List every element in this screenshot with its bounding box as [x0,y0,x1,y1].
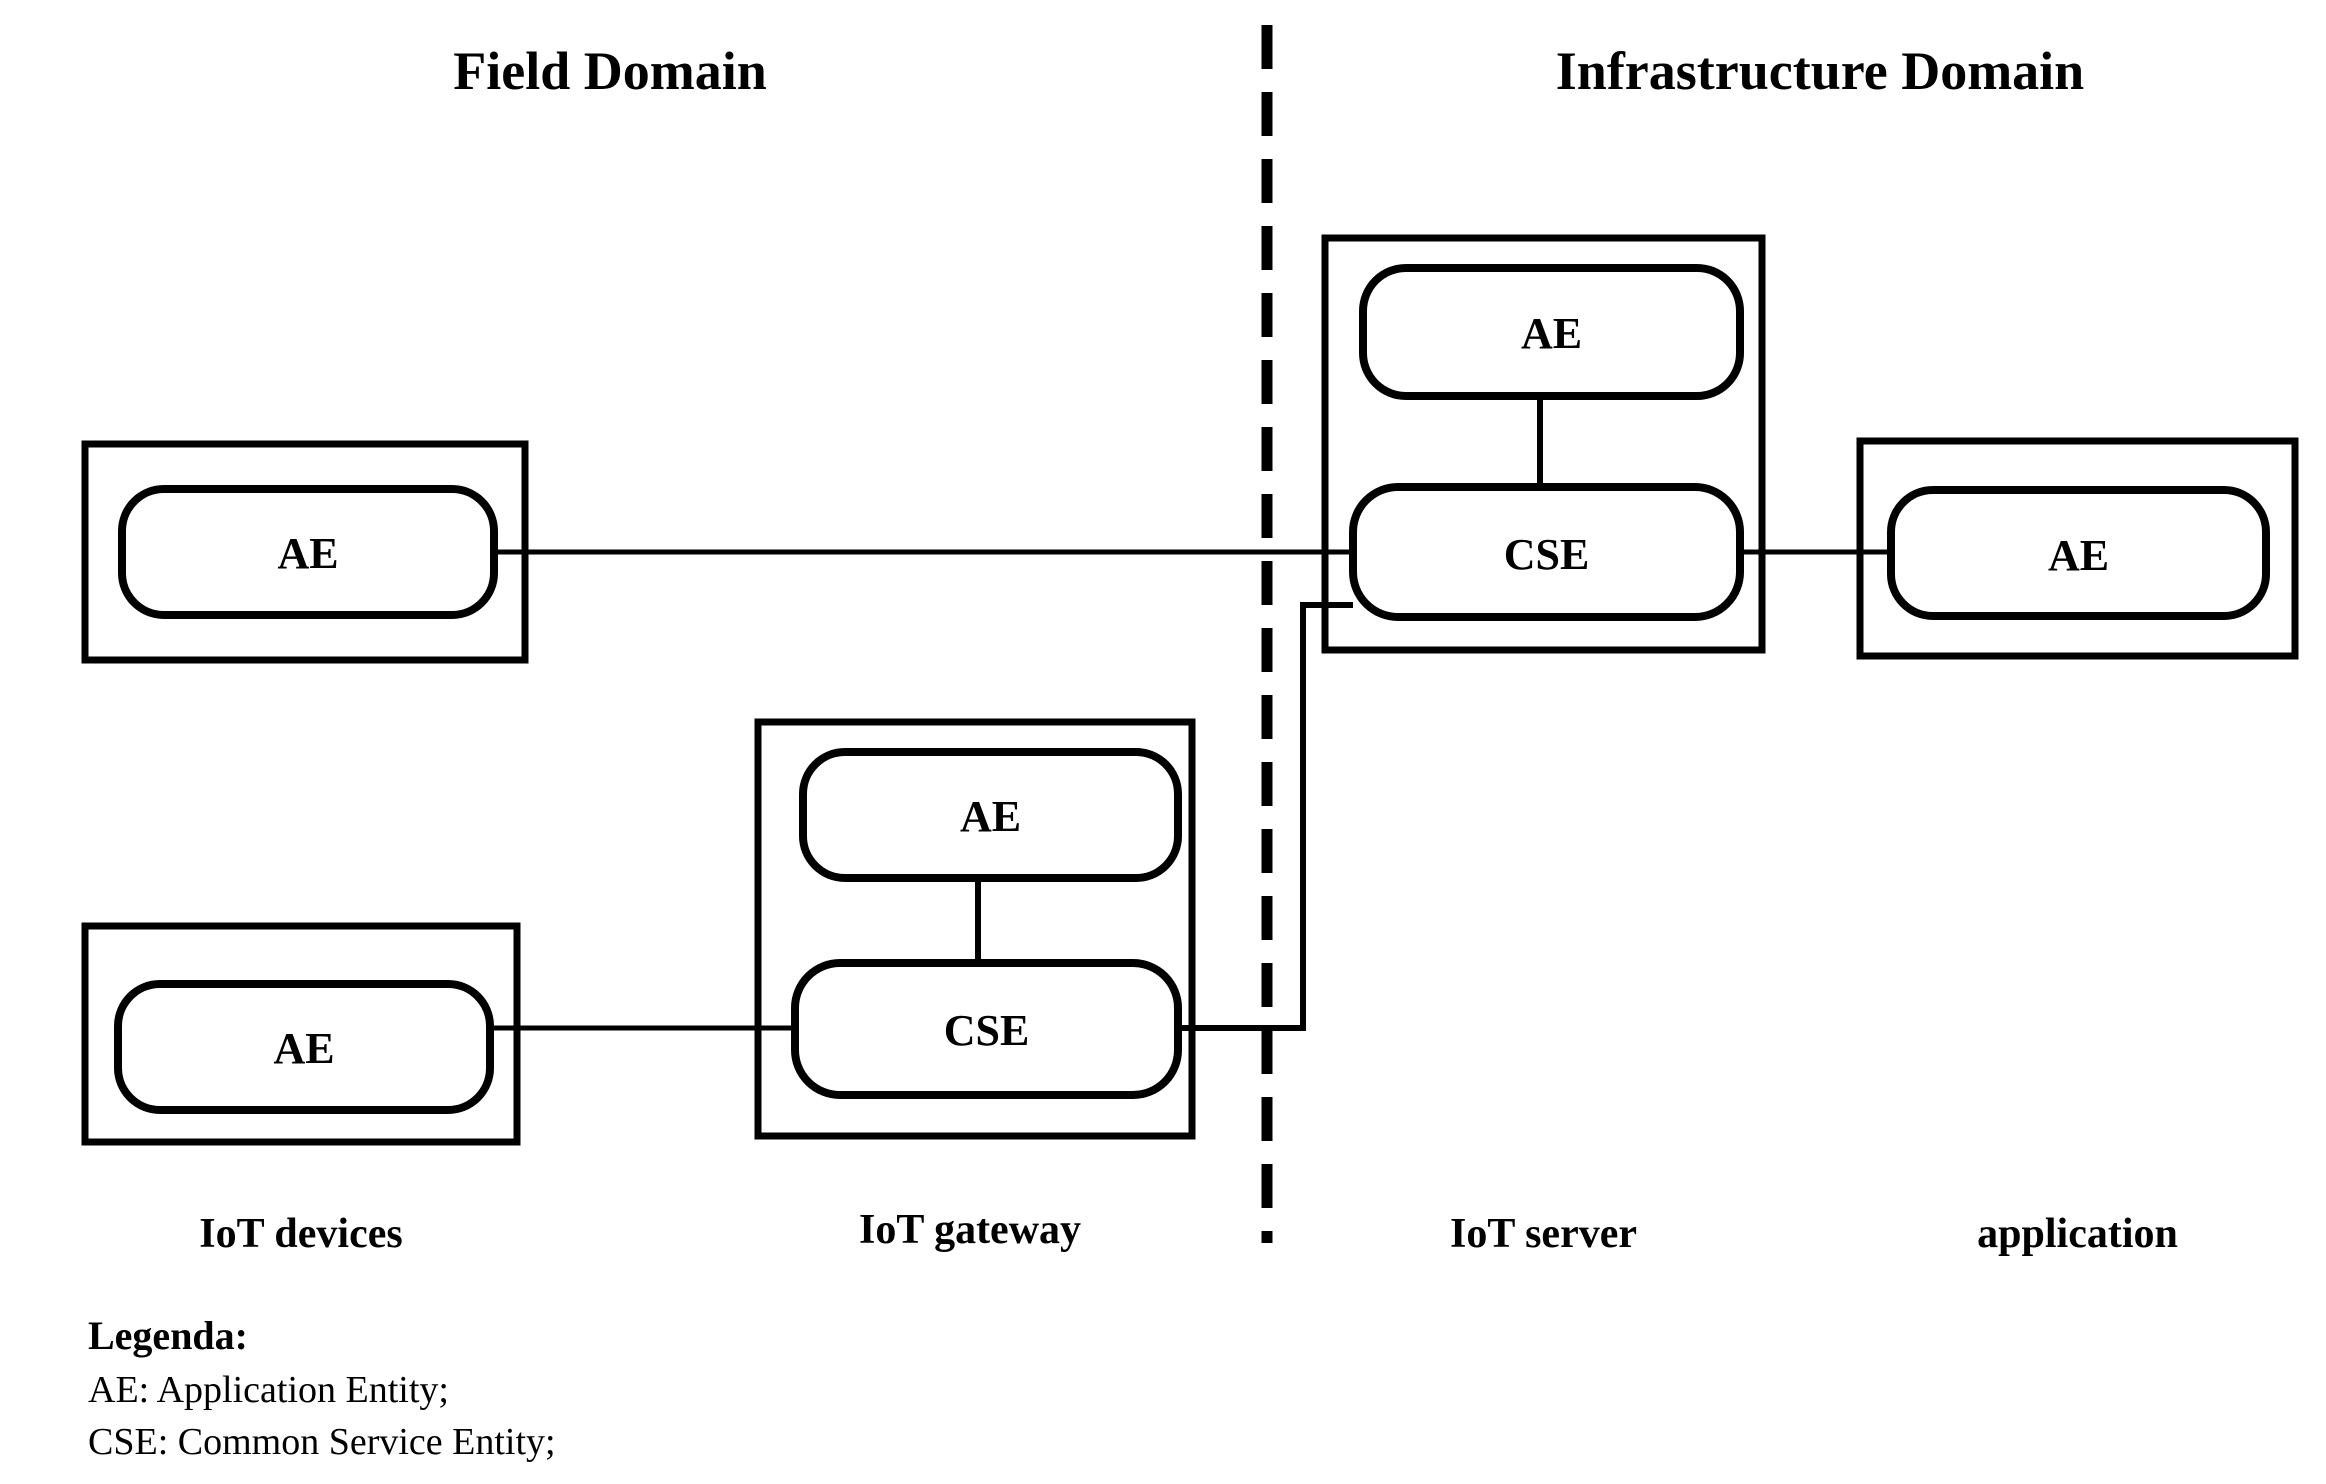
application-outer-box [1856,437,2299,660]
caption-iot-server: IoT server [1449,1211,1637,1257]
caption-iot-devices: IoT devices [199,1211,403,1257]
caption-application: application [1977,1211,2178,1257]
iot-server-ae-label: AE [1520,309,1583,358]
iot-device-bottom-ae-shape [114,980,494,1114]
iot-gateway-ae-label: AE [959,792,1022,841]
iot-device-bottom-ae-label: AE [273,1024,335,1073]
legend-entry-ae: AE: Application Entity; [88,1369,449,1411]
connector-gateway-to-server [1178,602,1353,1031]
legend-title: Legenda: [88,1313,248,1358]
iot-server-cse-label: CSE [1503,530,1590,579]
legend-entry-cse: CSE: Common Service Entity; [88,1421,556,1463]
iot-gateway-outer-box [754,718,1196,1140]
field-domain-title: Field Domain [453,41,767,101]
iot-server-ae-shape [1359,264,1744,400]
infrastructure-domain-title: Infrastructure Domain [1555,41,2085,101]
caption-iot-gateway: IoT gateway [858,1207,1082,1253]
iot-gateway-ae-shape [799,748,1182,882]
iot-device-bottom-outer-box [81,922,521,1146]
iot-server-outer-box [1321,234,1766,654]
iot-gateway-cse-label: CSE [943,1006,1030,1055]
iot-device-top-ae-label: AE [277,529,339,578]
application-ae-label: AE [2047,531,2110,580]
